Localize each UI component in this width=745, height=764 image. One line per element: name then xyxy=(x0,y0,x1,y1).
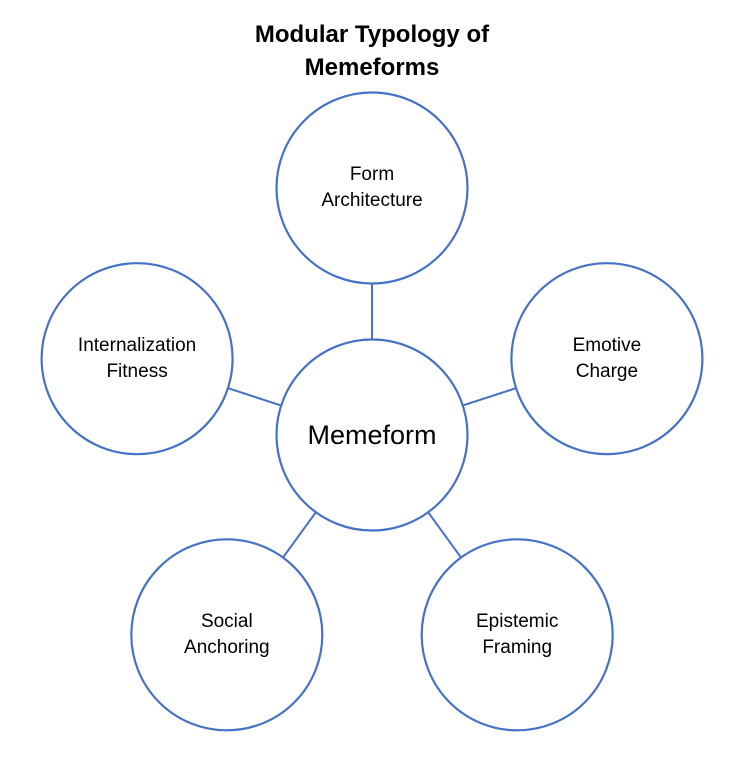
node-label-internalization-fitness: Internalization Fitness xyxy=(77,334,197,382)
node-label-emotive-charge: Emotive Charge xyxy=(572,334,642,382)
circle-internalization-fitness xyxy=(40,262,234,456)
circle-social-anchoring xyxy=(130,538,324,732)
node-label-epistemic-framing: Epistemic Framing xyxy=(475,610,559,658)
diagram-title: Modular Typology of Memeforms xyxy=(255,18,489,84)
circle-form-architecture xyxy=(275,91,469,285)
diagram-title-line-2: Memeforms xyxy=(304,54,440,82)
circle-memeform xyxy=(275,338,469,532)
node-label-social-anchoring: Social Anchoring xyxy=(184,610,270,658)
circle-emotive-charge xyxy=(510,262,704,456)
node-label-form-architecture: Form Architecture xyxy=(321,163,423,211)
node-label-memeform: Memeform xyxy=(307,419,437,450)
diagram-title-line-1: Modular Typology of xyxy=(254,21,490,48)
circle-epistemic-framing xyxy=(420,538,614,732)
